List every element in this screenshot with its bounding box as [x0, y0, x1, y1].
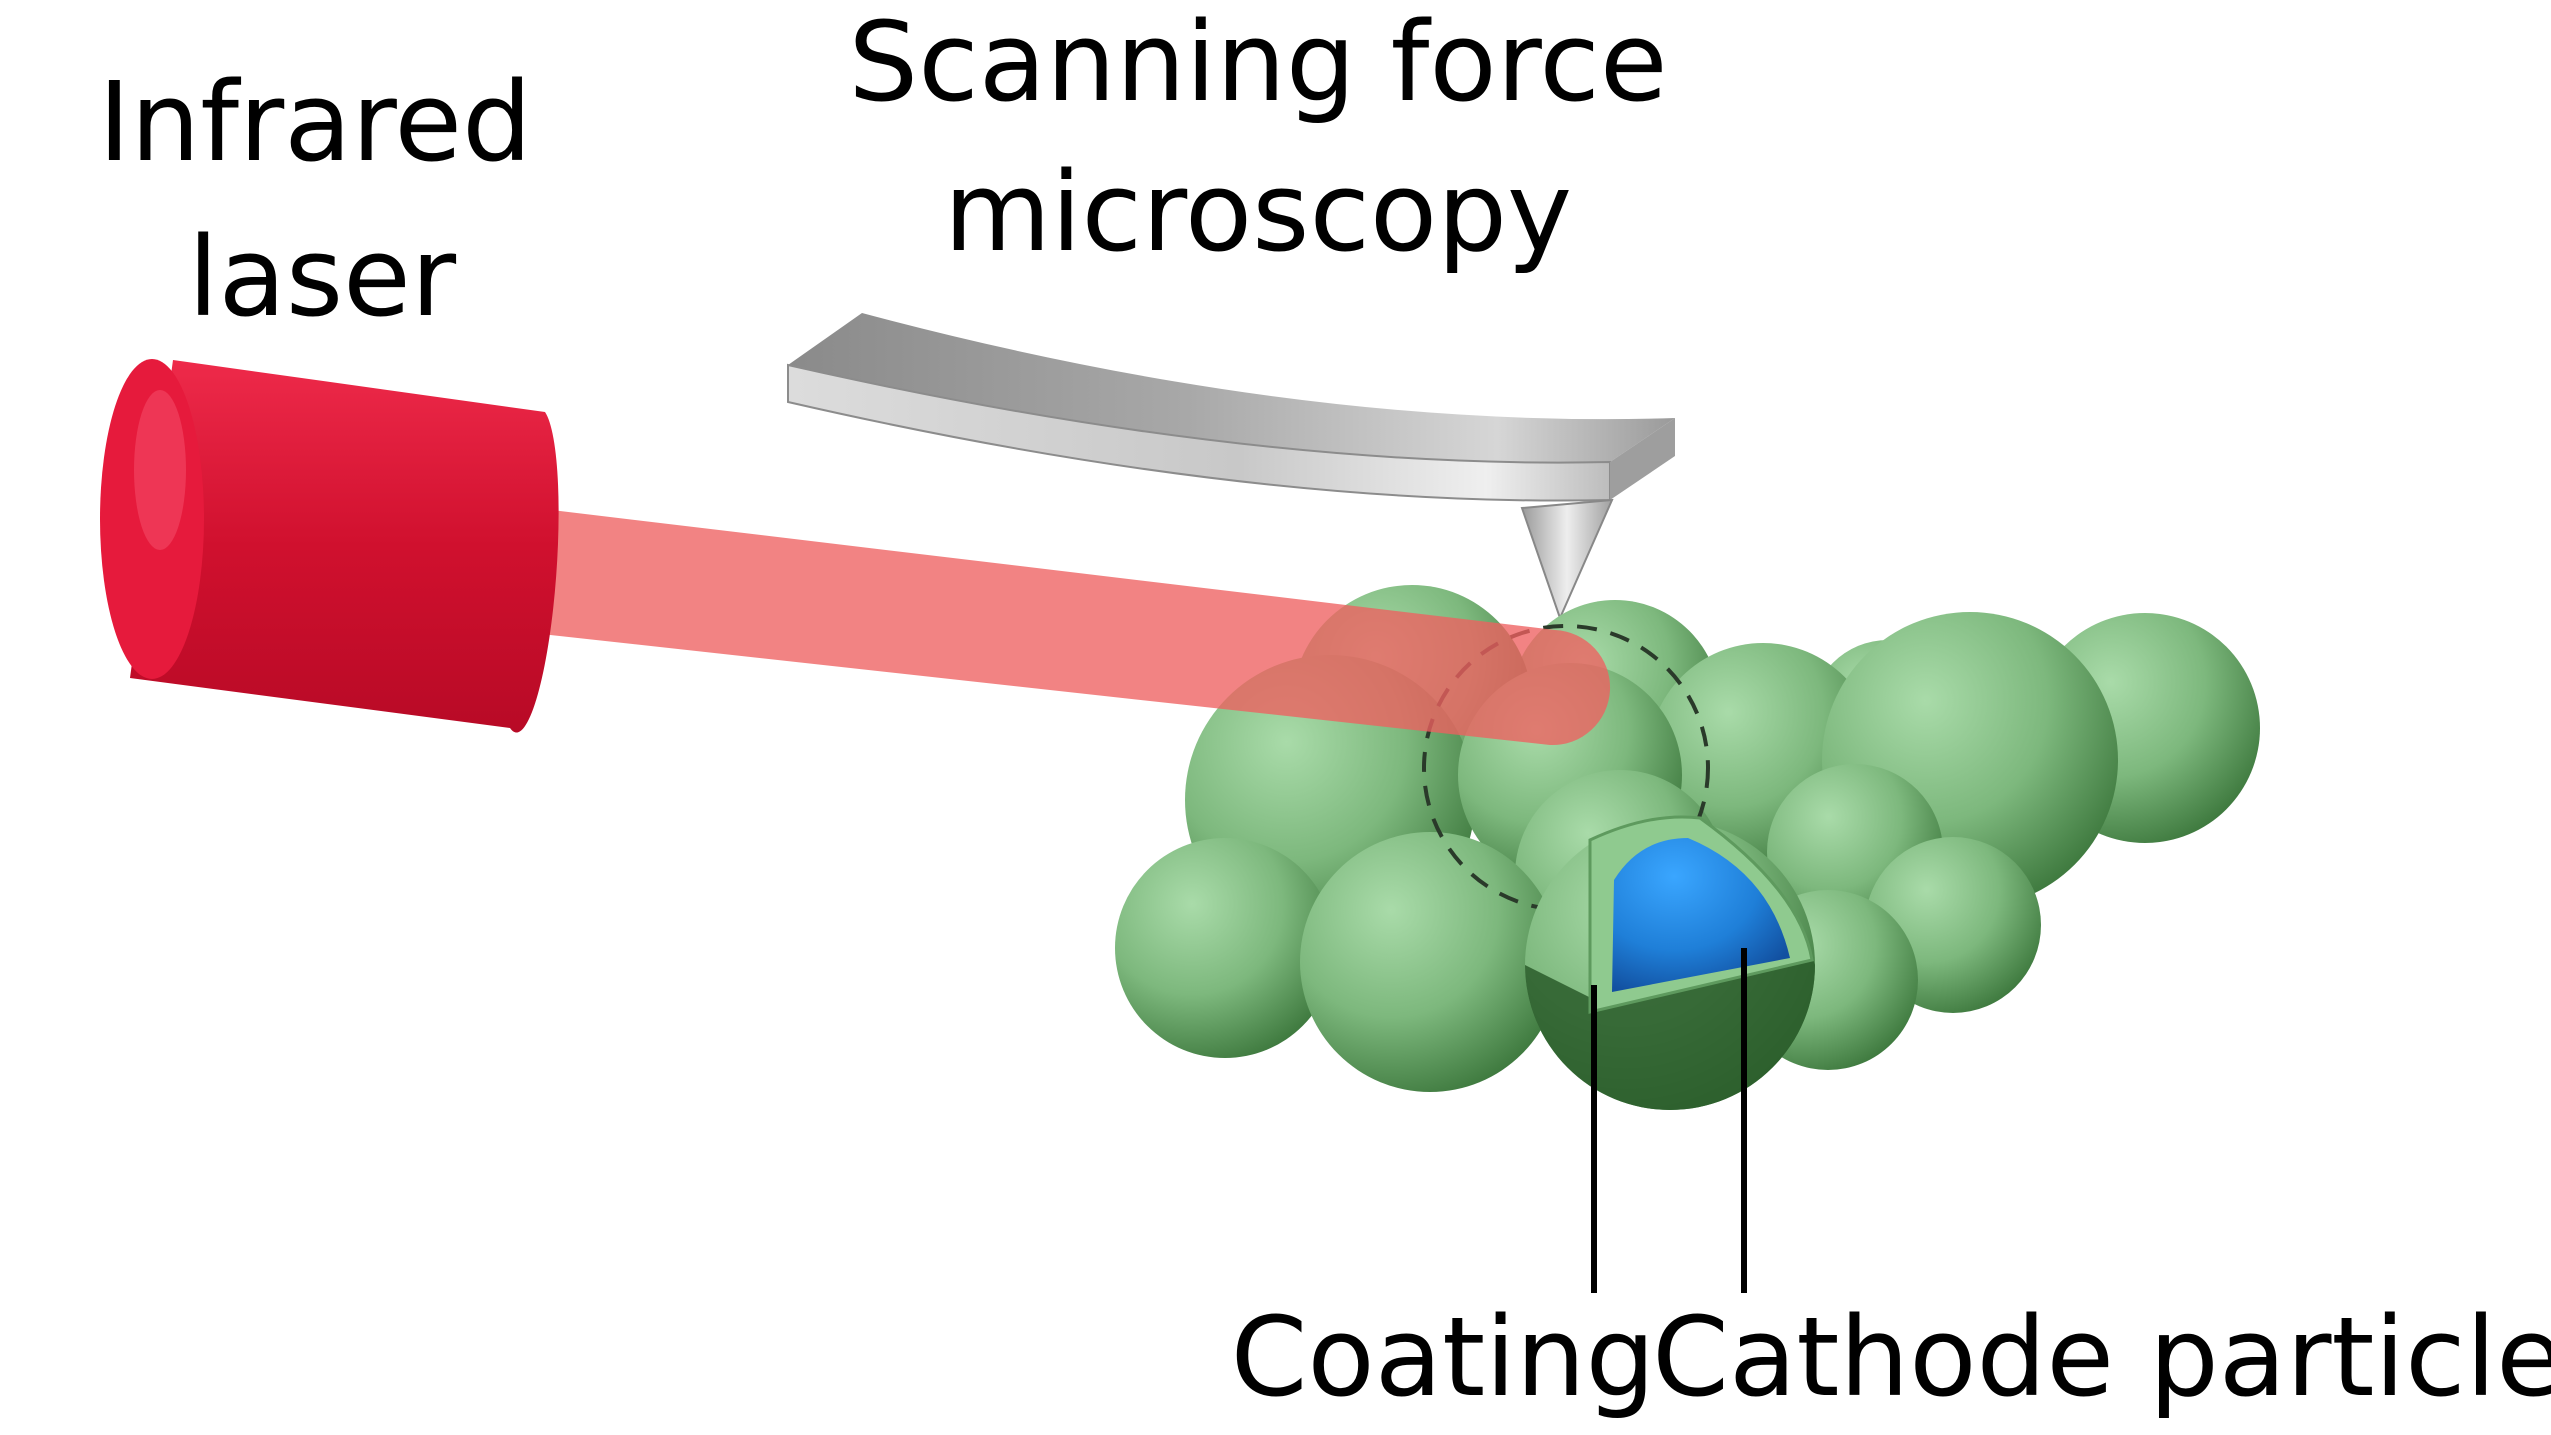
afm-tip — [1520, 498, 1614, 621]
cantilever-end-face — [1610, 418, 1675, 500]
particle-sphere — [1300, 832, 1560, 1092]
cantilever — [787, 313, 1675, 621]
sfm-label-line2: microscopy — [944, 148, 1572, 276]
sfm-label: Scanning force microscopy — [848, 0, 1667, 276]
laser-cylinder-highlight — [134, 390, 186, 550]
infrared-laser-label-line1: Infrared — [98, 58, 532, 186]
cantilever-top-face — [788, 313, 1675, 463]
laser-cylinder-body — [130, 360, 559, 733]
infrared-laser-label-line2: laser — [188, 213, 457, 341]
particle-sphere — [1115, 838, 1335, 1058]
laser-beam — [505, 505, 1611, 746]
laser-beam-body — [505, 505, 1611, 746]
coating-label: Coating — [1231, 1293, 1656, 1421]
cathode-particle-label: Cathode particle — [1652, 1293, 2551, 1421]
infrared-laser-label: Infrared laser — [98, 58, 532, 341]
particle-cluster — [1115, 585, 2260, 1110]
sfm-label-line1: Scanning force — [848, 0, 1667, 126]
infrared-laser-source — [100, 359, 559, 733]
